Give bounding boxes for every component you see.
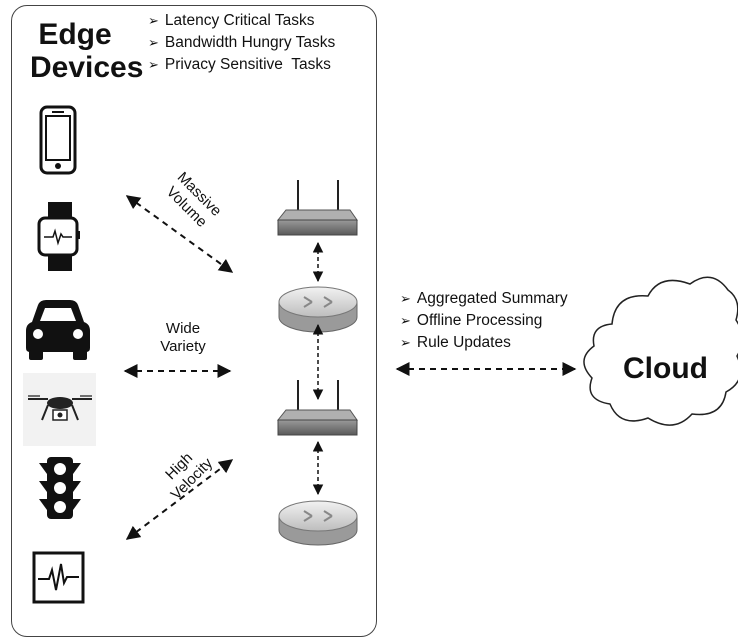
cloud-link-item: ➢Rule Updates xyxy=(400,334,511,351)
edge-task-item: ➢Latency Critical Tasks xyxy=(148,12,315,29)
wifi-router-icon xyxy=(276,180,358,236)
title-line-1: Edge xyxy=(38,18,112,51)
cloud-label: Cloud xyxy=(623,352,708,385)
edge-task-item: ➢Bandwidth Hungry Tasks xyxy=(148,34,336,51)
diagram: Edge Devices ➢Latency Critical Tasks ➢Ba… xyxy=(11,5,738,637)
drone-icon xyxy=(23,373,96,446)
cloud-shape xyxy=(583,276,738,426)
router-icon xyxy=(278,500,358,546)
wide-variety-label: Wide Variety xyxy=(160,320,206,355)
smartphone-icon xyxy=(39,105,77,175)
diagram-graphics xyxy=(23,105,738,604)
car-icon xyxy=(26,300,90,360)
cloud-link-item: ➢Aggregated Summary xyxy=(400,290,568,307)
smartwatch-icon xyxy=(37,202,80,271)
volume-arrow xyxy=(125,195,234,273)
edge-task-item: ➢Privacy Sensitive Tasks xyxy=(148,56,331,73)
velocity-arrow xyxy=(125,459,234,540)
cloud-link-list: ➢Aggregated Summary ➢Offline Processing … xyxy=(400,288,568,354)
edge-task-list: ➢Latency Critical Tasks ➢Bandwidth Hungr… xyxy=(148,10,335,76)
traffic-light-icon xyxy=(39,457,81,519)
wifi-router-icon xyxy=(276,380,358,436)
monitor-heartbeat-icon xyxy=(32,551,85,604)
cloud-link-item: ➢Offline Processing xyxy=(400,312,543,329)
